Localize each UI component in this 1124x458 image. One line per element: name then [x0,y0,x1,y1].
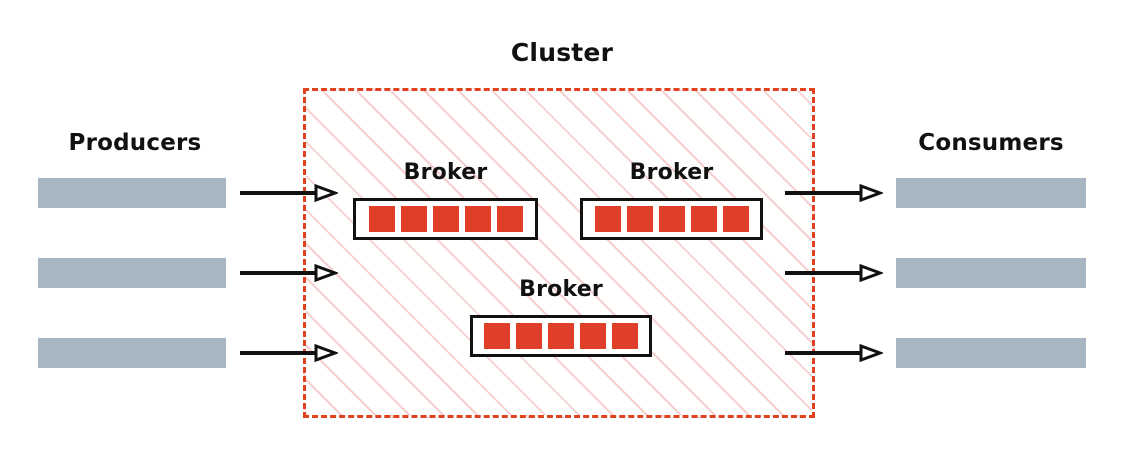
producer-bar-1 [38,178,226,208]
producer-bar-3 [38,338,226,368]
arrow-shaft [240,271,318,275]
arrowhead-icon [859,264,883,282]
arrow-producer-2 [240,263,338,283]
consumer-bar-1 [896,178,1086,208]
consumers-title: Consumers [918,130,1064,156]
partition-cell [722,206,749,232]
producers-title: Producers [68,130,202,156]
partition-cell [612,323,638,349]
partition-cell [464,206,491,232]
arrow-shaft [785,351,863,355]
arrow-shaft [785,271,863,275]
arrow-shaft [785,191,863,195]
partition-cell [594,206,621,232]
partition-cell [548,323,574,349]
arrow-consumer-2 [785,263,883,283]
broker-2: Broker [580,160,763,240]
arrowhead-icon [314,264,338,282]
arrow-consumer-3 [785,343,883,363]
arrow-shaft [240,191,318,195]
arrowhead-icon [314,184,338,202]
broker-3-label: Broker [519,277,603,302]
partition-cell [484,323,510,349]
partition-cell [516,323,542,349]
partition-cell [690,206,717,232]
arrowhead-icon [859,344,883,362]
partition-cell [496,206,523,232]
cluster-title: Cluster [510,38,614,67]
broker-2-label: Broker [629,160,714,185]
consumer-bar-3 [896,338,1086,368]
arrow-shaft [240,351,318,355]
partition-cell [580,323,606,349]
broker-1-partitions [353,198,538,240]
broker-1: Broker [353,160,538,240]
partition-cell [400,206,427,232]
consumer-bar-2 [896,258,1086,288]
broker-2-partitions [580,198,763,240]
broker-3-partitions [470,315,652,357]
arrow-producer-1 [240,183,338,203]
producer-bar-2 [38,258,226,288]
partition-cell [432,206,459,232]
arrowhead-icon [314,344,338,362]
arrow-producer-3 [240,343,338,363]
broker-3: Broker [470,277,652,357]
partition-cell [368,206,395,232]
broker-1-label: Broker [403,160,488,185]
arrow-consumer-1 [785,183,883,203]
partition-cell [626,206,653,232]
arrowhead-icon [859,184,883,202]
partition-cell [658,206,685,232]
cluster-boundary [303,88,815,418]
